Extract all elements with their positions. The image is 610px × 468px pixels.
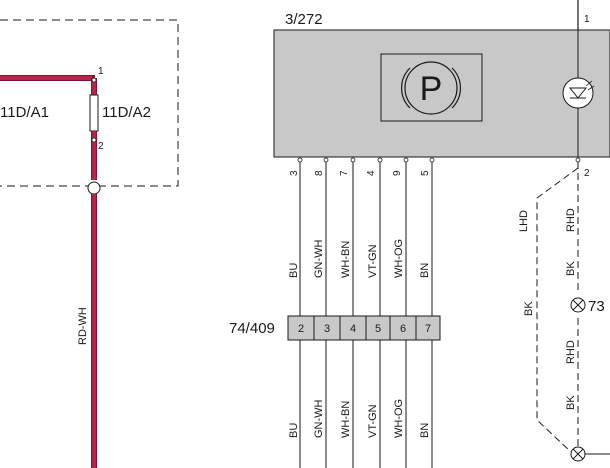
lhd-label: LHD <box>518 210 530 232</box>
module-pin: 3 <box>289 170 300 176</box>
fuse-pin-2: 2 <box>98 141 104 152</box>
park-switch-frame <box>380 53 483 122</box>
module-pin-dot <box>377 157 383 163</box>
wire-label: WH-OG <box>393 399 405 438</box>
module-pin-top: 1 <box>584 14 590 25</box>
connector-pin: 6 <box>400 323 406 335</box>
parking-brake-module: 1 3/272 P 2 <box>273 0 610 179</box>
bk-label-left: BK <box>523 301 535 316</box>
connector-pin: 3 <box>324 323 330 335</box>
ground-wire-lhd <box>536 167 579 453</box>
lower-wire-labels: BU GN-WH WH-BN VT-GN WH-OG BN <box>288 399 431 438</box>
module-pin-row: 3 8 7 4 9 5 <box>289 170 431 176</box>
park-icon-bracket-right <box>451 67 461 109</box>
wire-label: BU <box>288 423 300 438</box>
fuse-pin-1: 1 <box>98 66 104 77</box>
bk-label-top: BK <box>565 261 577 276</box>
splice-point <box>87 181 101 195</box>
wire-label: VT-GN <box>367 404 379 438</box>
module-pin-dot <box>297 157 303 163</box>
led-rays <box>585 80 595 91</box>
park-brake-icon <box>404 61 458 115</box>
rhd-label-bottom: RHD <box>565 340 577 364</box>
fuse-a1-label: 11D/A1 <box>0 104 49 121</box>
module-pin-dot <box>403 157 409 163</box>
wire-label: WH-OG <box>393 239 405 278</box>
module-pin-dot <box>429 157 435 163</box>
connector-body <box>287 315 441 341</box>
ground-branch: 73 LHD RHD BK BK RHD BK <box>518 162 610 462</box>
rhd-label-top: RHD <box>565 208 577 232</box>
ground-bottom-cross <box>572 448 584 460</box>
connector-74-409: 74/409 2 3 4 5 6 7 <box>229 315 441 341</box>
fuse-11d-a2 <box>89 94 99 132</box>
wire-label: BU <box>288 263 300 278</box>
wire-label: WH-BN <box>340 401 352 438</box>
module-boundary <box>0 19 179 187</box>
signal-wires <box>297 157 435 468</box>
ground-point-cross <box>572 299 584 311</box>
connector-pin: 7 <box>425 323 431 335</box>
module-pin: 4 <box>366 170 377 176</box>
pin-dot-1 <box>91 77 97 83</box>
connector-pin: 2 <box>298 323 304 335</box>
upper-wire-labels: BU GN-WH WH-BN VT-GN WH-OG BN <box>288 239 431 278</box>
wire-label: BN <box>419 423 431 438</box>
module-pin: 8 <box>314 170 325 176</box>
led-diode-symbol <box>568 87 588 99</box>
connector-id: 74/409 <box>229 320 275 337</box>
wire-label: GN-WH <box>313 239 325 278</box>
ground-point-label: 73 <box>588 298 605 315</box>
module-body <box>273 29 610 158</box>
wire-label: WH-BN <box>340 241 352 278</box>
module-pin: 5 <box>420 170 431 176</box>
bk-label-bottom: BK <box>565 395 577 410</box>
module-id: 3/272 <box>285 11 323 28</box>
module-pin-bottom: 2 <box>584 168 590 179</box>
module-pin: 9 <box>392 170 403 176</box>
left-fuse-module: 11D/A1 11D/A2 1 2 RD-WH <box>0 19 179 468</box>
fuse-a2-label: 11D/A2 <box>102 104 151 121</box>
park-icon-bracket-left <box>401 67 411 109</box>
wire-label: VT-GN <box>367 244 379 278</box>
module-pin-dot <box>323 157 329 163</box>
led-lamp-icon <box>562 77 594 109</box>
wire-label: BN <box>419 263 431 278</box>
module-pin-dot <box>350 157 356 163</box>
module-pin: 7 <box>339 170 350 176</box>
pin-dot-2 <box>91 137 97 143</box>
module-pin-dot-2 <box>575 157 581 163</box>
connector-pin: 5 <box>375 323 381 335</box>
connector-pin: 4 <box>350 323 356 335</box>
park-symbol: P <box>420 70 443 108</box>
red-wire-label: RD-WH <box>77 307 89 345</box>
wire-label: GN-WH <box>313 399 325 438</box>
